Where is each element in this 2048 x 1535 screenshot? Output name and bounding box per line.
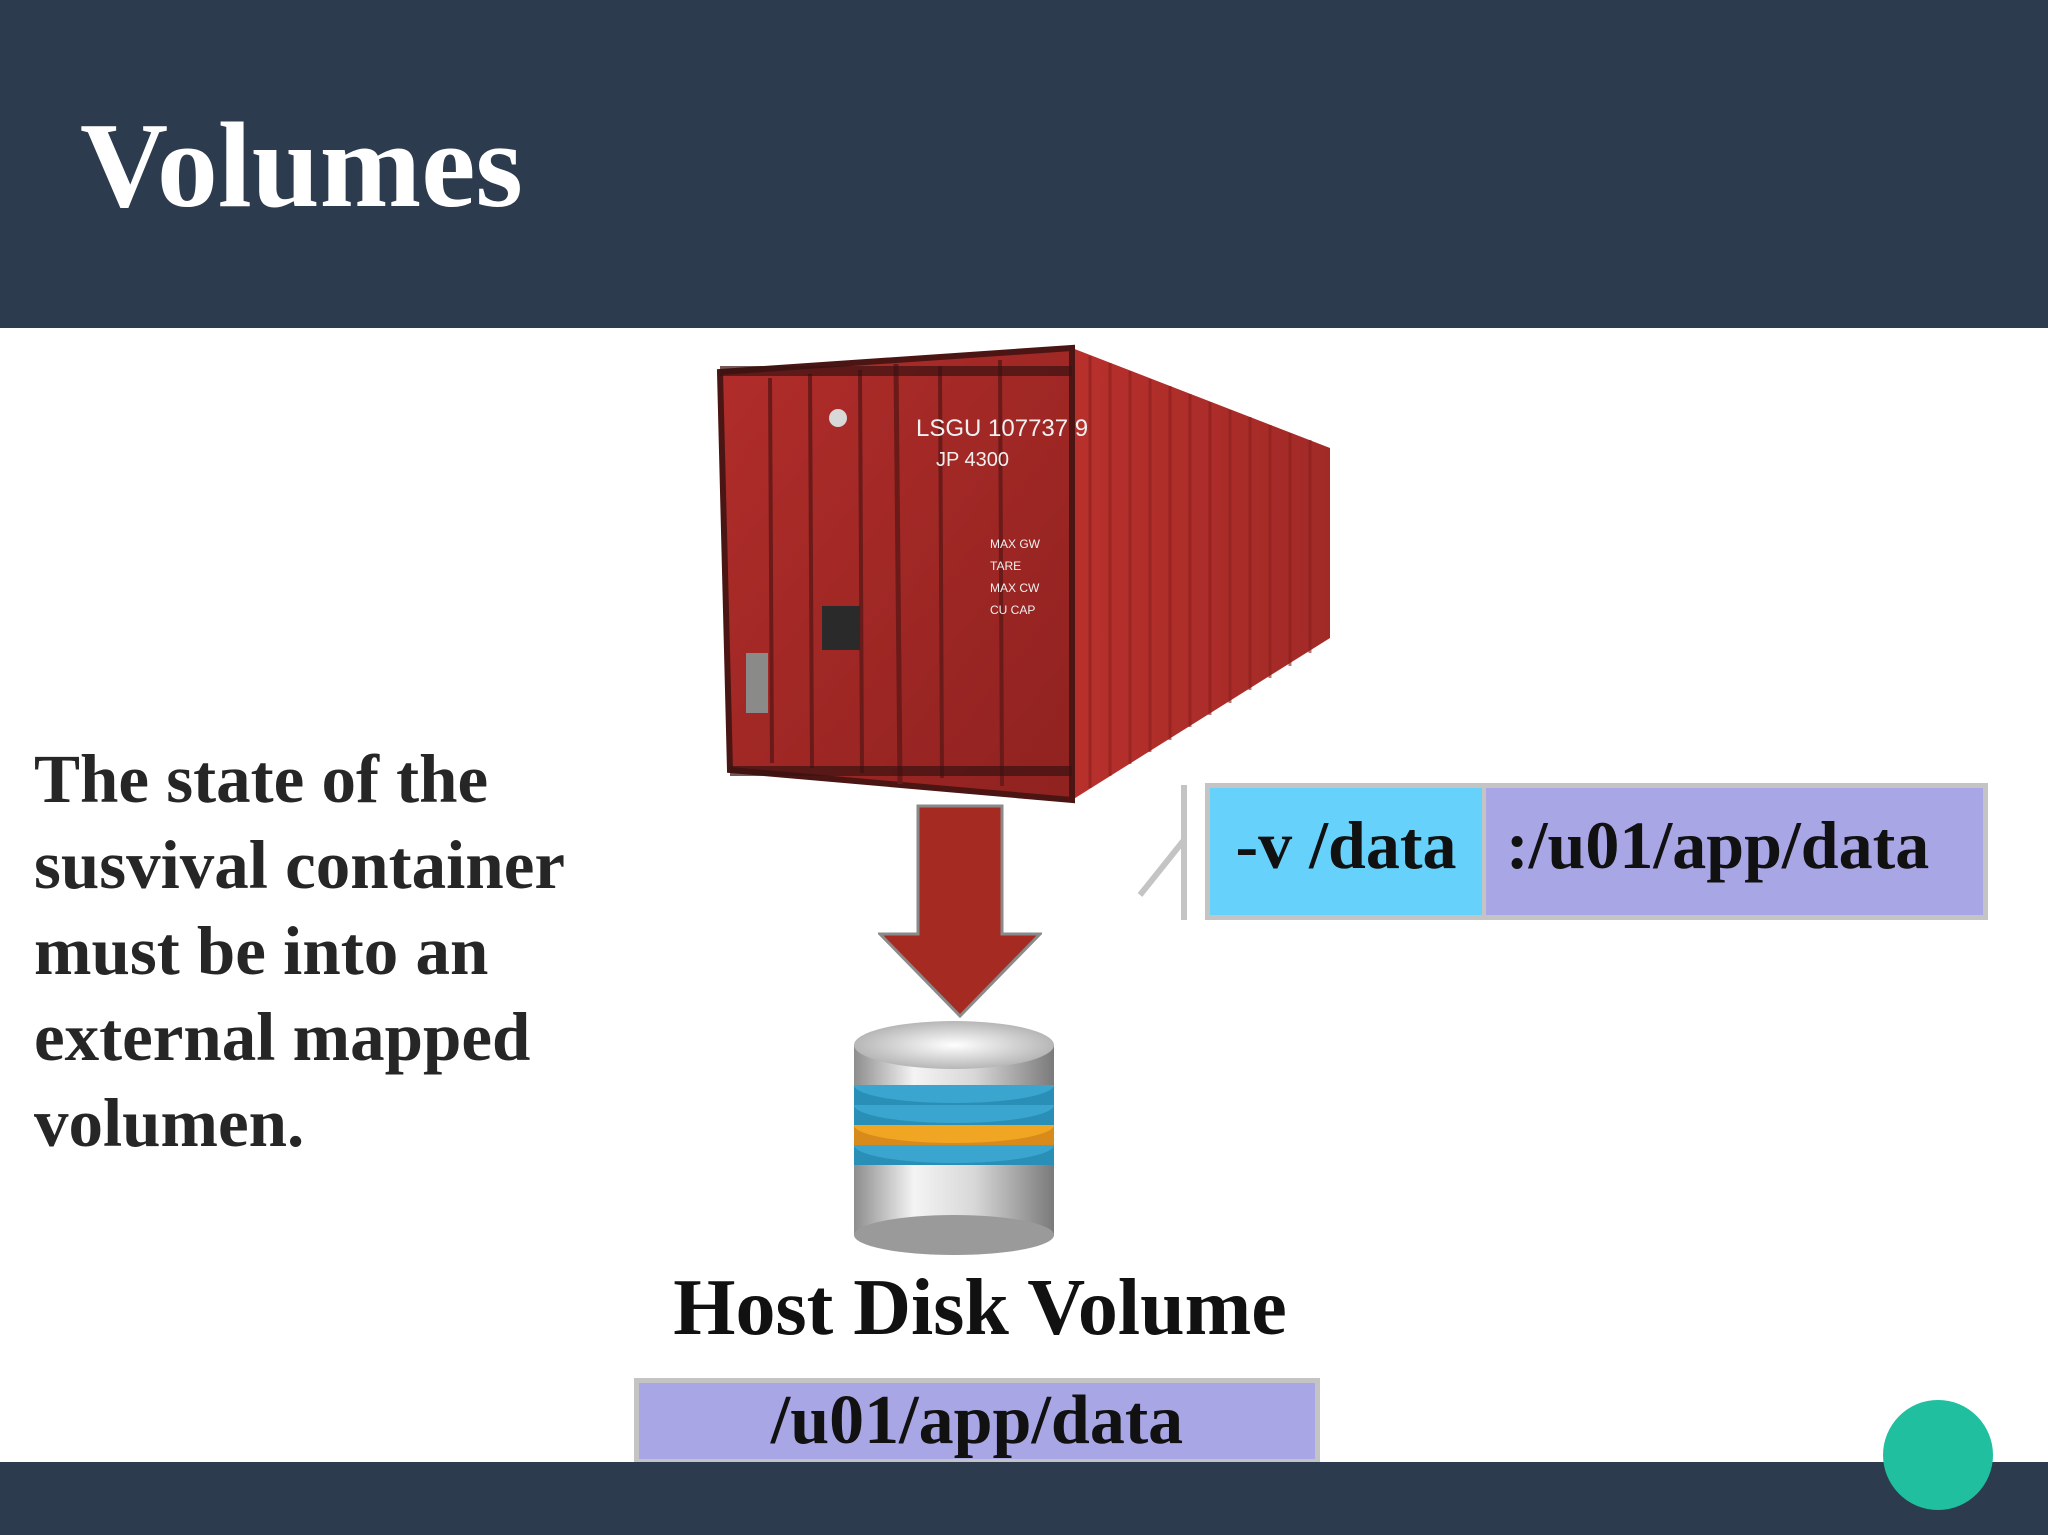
container-marking-cucap: CU CAP [990,603,1035,617]
container-marking-code: JP 4300 [936,449,1009,471]
volume-mapping-command: -v /data :/u01/app/data [1205,783,1988,920]
container-marking-maxcw: MAX CW [990,581,1040,595]
slide-title: Volumes [80,98,523,233]
down-arrow-icon [878,804,1042,1019]
container-path-label: -v /data [1210,788,1482,915]
host-path-box: /u01/app/data [634,1378,1320,1464]
host-mapping-label: :/u01/app/data [1486,788,1983,915]
container-marking-id: LSGU 107737 9 [916,415,1088,442]
container-marking-tare: TARE [990,559,1021,573]
host-path-text: /u01/app/data [770,1382,1184,1459]
callout-line [1137,785,1187,920]
body-text: The state of the susvival container must… [34,741,564,1161]
container-marking-maxgw: MAX GW [990,537,1041,551]
host-disk-volume-label: Host Disk Volume [673,1264,1287,1352]
host-mapping-text: :/u01/app/data [1506,807,1930,883]
database-disk-icon [854,1021,1054,1255]
shipping-container-image: LSGU 107737 9 JP 4300 MAX GW TARE MAX CW… [716,344,1330,804]
accent-circle [1883,1400,1993,1510]
header-bar: Volumes [0,0,2048,328]
footer-bar [0,1462,2048,1535]
container-path-text: -v /data [1235,807,1457,883]
